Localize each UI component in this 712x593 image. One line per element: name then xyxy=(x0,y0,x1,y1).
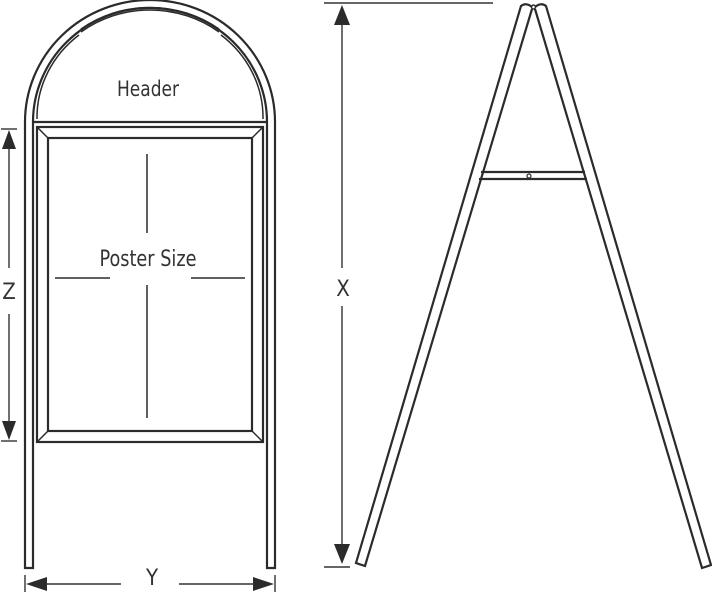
side-right-leg xyxy=(533,3,712,570)
bevel-tr xyxy=(251,126,264,139)
header-inner-arch xyxy=(36,34,80,119)
z-label: Z xyxy=(2,280,16,305)
bevel-bl xyxy=(36,430,49,443)
side-left-leg xyxy=(354,3,534,568)
bevel-br xyxy=(251,430,264,443)
x-label: X xyxy=(336,277,350,302)
y-label: Y xyxy=(145,566,159,591)
header-inner-arch-outer xyxy=(32,6,268,120)
poster-frame-inner xyxy=(46,136,254,433)
header-inner-arch-top xyxy=(80,9,220,33)
x-arrow-up-icon xyxy=(334,5,350,25)
spreader-bolt xyxy=(526,173,532,179)
y-arrow-right-icon xyxy=(253,577,274,591)
outer-frame xyxy=(23,0,277,570)
poster-size-label: Poster Size xyxy=(100,247,197,272)
y-arrow-left-icon xyxy=(26,577,47,591)
x-arrow-down-icon xyxy=(334,544,350,564)
y-dimension: Y xyxy=(24,566,276,592)
header-label: Header xyxy=(117,77,179,101)
poster-frame-outer xyxy=(35,125,265,444)
z-dimension: Z xyxy=(1,128,17,442)
side-view xyxy=(354,3,712,570)
x-dimension: X xyxy=(324,2,493,568)
bevel-tl xyxy=(36,126,49,139)
hinge-pin xyxy=(530,4,537,10)
z-arrow-down-icon xyxy=(2,421,16,440)
z-arrow-up-icon xyxy=(2,130,16,149)
front-view: Header Poster Size xyxy=(23,0,277,570)
header-inner-arch-right xyxy=(220,34,264,119)
